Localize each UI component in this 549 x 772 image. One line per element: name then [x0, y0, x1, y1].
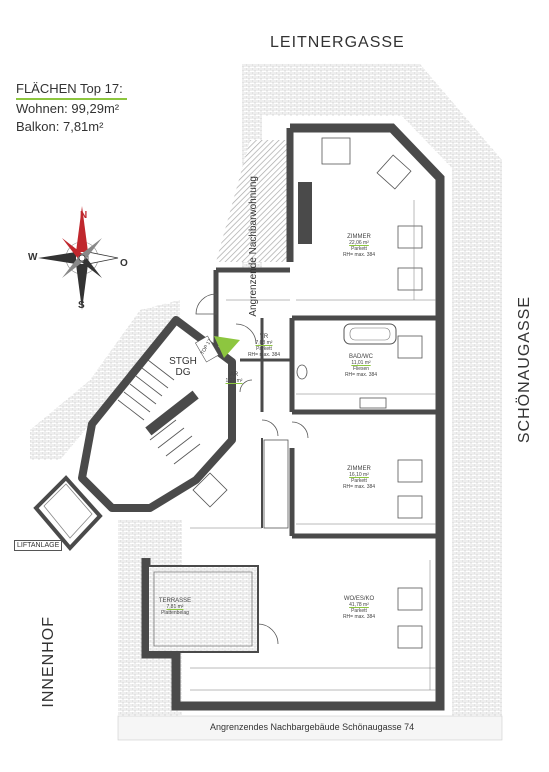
- room-floor: Parkett: [351, 246, 367, 252]
- inner-walls: [240, 315, 436, 539]
- room-floor: Parkett: [351, 608, 367, 614]
- room-area: 11,01 m²: [351, 360, 371, 366]
- room-name: ZIMMER: [347, 234, 371, 240]
- top-marker-triangle: [214, 336, 240, 358]
- top-marker-box: [195, 335, 219, 363]
- room-zimmer-1: ZIMMER 22,06 m² Parkett RH= max. 384: [334, 234, 384, 258]
- kitchen-counter: [263, 439, 289, 529]
- compass-n: N: [80, 210, 88, 221]
- terrace: [147, 565, 259, 653]
- room-name: AR: [229, 372, 239, 378]
- room-ar: AR 1,27 m²: [220, 372, 248, 384]
- windows: [192, 137, 423, 649]
- compass-o: O: [120, 258, 128, 269]
- room-name: BAD/WC: [349, 354, 373, 360]
- area-living: Wohnen: 99,29m²: [16, 101, 120, 116]
- room-area: 41,78 m²: [349, 602, 369, 608]
- toilet: [296, 364, 308, 380]
- street-left: INNENHOF: [40, 616, 57, 708]
- room-floor: Plattenbelag: [161, 610, 189, 616]
- room-wo-es-ko: WO/ES/KO 41,78 m² Parkett RH= max. 384: [334, 596, 384, 620]
- compass-rose-icon: [38, 206, 119, 310]
- room-area: 7,81 m²: [166, 604, 184, 610]
- lift-shaft: [33, 475, 103, 552]
- stairwell-label: STGH DG: [169, 356, 197, 378]
- area-summary: FLÄCHEN Top 17: Wohnen: 99,29m² Balkon: …: [16, 80, 127, 136]
- neighbor-building-label: Angrenzendes Nachbargebäude Schönaugasse…: [210, 722, 415, 732]
- door-arcs: [195, 293, 309, 645]
- room-bad-wc: BAD/WC 11,01 m² Fliesen RH= max. 384: [336, 354, 386, 378]
- street-right: SCHÖNAUGASSE: [516, 296, 533, 444]
- dimension-lines: [190, 200, 436, 691]
- compass-s: S: [78, 300, 85, 311]
- room-height: RH= max. 384: [342, 484, 376, 490]
- room-name: TERRASSE: [158, 598, 192, 604]
- room-area: 16,10 m²: [349, 472, 369, 478]
- neighbor-apartment-area: [216, 140, 292, 262]
- room-height: RH= max. 384: [342, 614, 376, 620]
- stairwell: [78, 316, 236, 512]
- area-balcony: Balkon: 7,81m²: [16, 119, 104, 134]
- room-name: WO/ES/KO: [343, 596, 375, 602]
- room-name: ZIMMER: [347, 466, 371, 472]
- sink: [359, 397, 387, 409]
- bathtub-inner: [349, 327, 391, 341]
- neighbor-building-strip: [117, 715, 503, 741]
- lift-label: LIFTANLAGE: [14, 540, 63, 551]
- room-area: 1,27 m²: [225, 378, 243, 384]
- shaft: [298, 182, 312, 244]
- room-height: RH= max. 384: [247, 352, 281, 358]
- room-area: 7,08 m²: [255, 340, 273, 346]
- street-top: LEITNERGASSE: [270, 34, 405, 51]
- room-terrasse: TERRASSE 7,81 m² Plattenbelag: [150, 598, 200, 616]
- room-vr: VR 7,08 m² Parkett RH= max. 384: [244, 334, 284, 358]
- room-area: 22,06 m²: [349, 240, 369, 246]
- bathtub: [343, 323, 397, 345]
- compass-w: W: [28, 252, 38, 263]
- room-floor: Fliesen: [352, 366, 370, 372]
- neighbor-apartment-label: Angrenzende Nachbarwohnung: [248, 176, 259, 317]
- area-summary-title: FLÄCHEN Top 17:: [16, 80, 127, 100]
- room-height: RH= max. 384: [344, 372, 378, 378]
- room-floor: Parkett: [351, 478, 367, 484]
- room-floor: Parkett: [256, 346, 272, 352]
- room-zimmer-2: ZIMMER 16,10 m² Parkett RH= max. 384: [334, 466, 384, 490]
- room-name: VR: [259, 334, 269, 340]
- room-height: RH= max. 384: [342, 252, 376, 258]
